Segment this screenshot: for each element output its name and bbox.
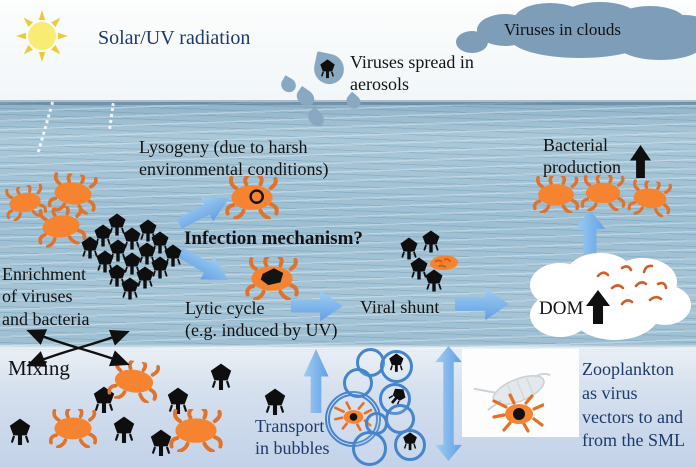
virus-icon (319, 59, 336, 82)
viral-shunt-label: Viral shunt (360, 297, 440, 317)
virus-icon (388, 353, 405, 381)
dom-squiggles-icon (592, 262, 672, 314)
infection-mechanism-label: Infection mechanism? (184, 228, 363, 249)
virus-icon (380, 384, 410, 415)
virus-icon (95, 250, 115, 277)
bubble-icon (352, 431, 387, 466)
aerosols-label: Viruses spread in aerosols (350, 52, 474, 95)
bacterium-icon (166, 409, 226, 453)
bacterium-icon (46, 409, 100, 448)
bacterium-icon (578, 175, 628, 211)
bubble-icon (380, 350, 413, 383)
solar-uv-label: Solar/UV radiation (98, 27, 251, 49)
virus-icon (8, 418, 32, 450)
transport-bubbles-label: Transport in bubbles (255, 416, 330, 459)
lysogenic-bacterium-icon (222, 176, 282, 220)
infected-virus-vector-icon (492, 393, 544, 433)
wave-crest-line (0, 344, 696, 352)
virus-icon (402, 432, 418, 459)
bacterium-icon (0, 182, 51, 223)
lysogeny-label: Lysogeny (due to harsh environmental con… (139, 137, 329, 180)
virus-icon (399, 237, 419, 264)
bacterium-icon (44, 171, 102, 216)
cloud-icon (450, 0, 696, 64)
virus-icon (209, 363, 233, 395)
zooplankton-sketch-icon (470, 363, 562, 415)
mixing-label: Mixing (8, 356, 70, 380)
zooplankton-inset-box (462, 349, 579, 437)
burst-bacterium-icon (426, 251, 462, 274)
viruses-in-clouds-label: Viruses in clouds (504, 20, 622, 39)
enrichment-label: Enrichment of viruses and bacteria (2, 264, 90, 329)
virus-icon (107, 264, 127, 291)
virus-icon (135, 266, 155, 293)
bubble-icon (343, 368, 373, 398)
virus-icon (149, 429, 173, 461)
sun-icon (14, 8, 70, 64)
bacterial-production-label: Bacterial production (543, 135, 621, 178)
bacterium-icon (32, 204, 90, 249)
mixing-arrows-icon (26, 324, 130, 372)
virus-icon (409, 257, 429, 284)
virus-icon (150, 256, 170, 283)
virus-icon (263, 388, 287, 420)
infected-bacterium-in-bubble-icon (333, 401, 373, 436)
virus-icon (120, 277, 140, 304)
dom-label: DOM (539, 298, 584, 319)
lytic-infected-bacterium-icon (242, 257, 302, 301)
bubble-icon (394, 429, 426, 461)
bacterium-icon (530, 176, 582, 214)
zooplankton-label: Zooplankton as virus vectors to and from… (582, 359, 685, 451)
virus-icon (166, 387, 190, 419)
virus-icon (80, 236, 100, 263)
bacterium-icon (624, 179, 675, 218)
virus-icon (424, 269, 444, 296)
virus-icon (137, 242, 157, 269)
virus-icon (112, 416, 136, 448)
lytic-cycle-label: Lytic cycle (e.g. induced by UV) (185, 298, 338, 341)
virus-icon (421, 230, 441, 257)
